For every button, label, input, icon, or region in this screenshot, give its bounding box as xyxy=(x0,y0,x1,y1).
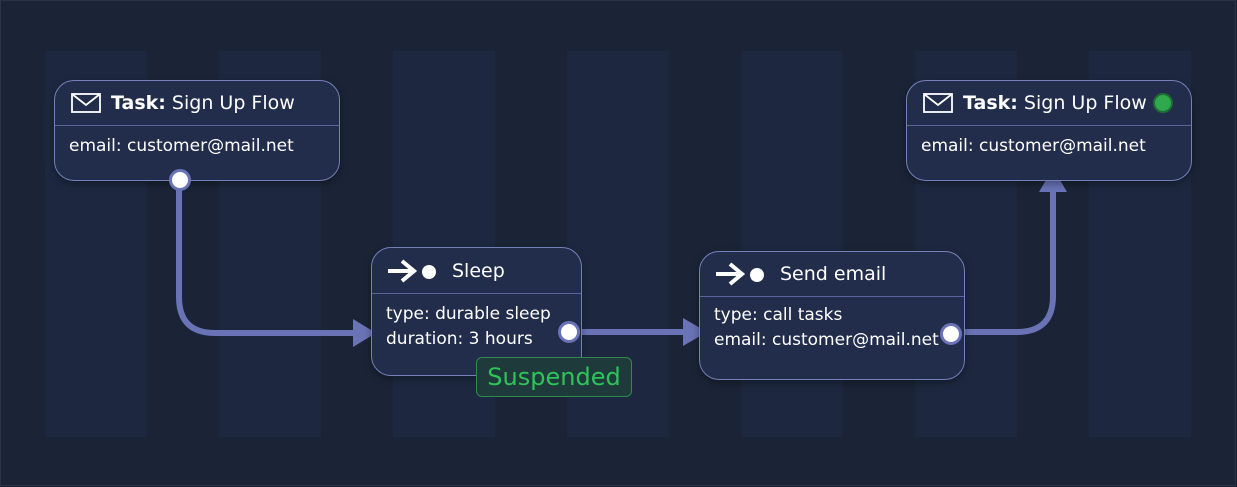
node-field-duration: duration: 3 hours xyxy=(386,329,533,349)
node-title-bold: Task: xyxy=(111,92,166,114)
node-field-email: email: customer@mail.net xyxy=(714,330,939,350)
connector-arrowhead xyxy=(683,318,707,346)
node-title: Task: Sign Up Flow xyxy=(111,92,295,114)
envelope-icon xyxy=(71,93,101,113)
node-field-email: email: customer@mail.net xyxy=(921,136,1146,156)
node-title-text: Sign Up Flow xyxy=(165,92,295,114)
output-port[interactable] xyxy=(169,169,191,191)
task-node-start[interactable]: Task: Sign Up Flow email: customer@mail.… xyxy=(54,80,340,191)
node-field-type: type: call tasks xyxy=(714,305,843,325)
task-node-end[interactable]: Task: Sign Up Flow email: customer@mail.… xyxy=(906,80,1192,181)
arrow-dot-icon xyxy=(714,262,768,286)
connector-arrowhead xyxy=(353,319,376,347)
node-title-bold: Task: xyxy=(963,92,1018,114)
node-title: Task: Sign Up Flow xyxy=(963,92,1147,114)
connector-send-email-to-task xyxy=(952,189,1056,335)
node-title: Sleep xyxy=(452,259,505,282)
node-title: Send email xyxy=(780,263,887,285)
send-email-node[interactable]: Send email type: call tasks email: custo… xyxy=(699,251,965,380)
output-port[interactable] xyxy=(940,323,962,345)
sleep-node[interactable]: Sleep type: durable sleep duration: 3 ho… xyxy=(371,247,582,376)
node-field-email: email: customer@mail.net xyxy=(69,136,294,156)
connector-task-to-sleep xyxy=(176,179,357,336)
node-title-text: Sign Up Flow xyxy=(1017,92,1147,114)
output-port[interactable] xyxy=(558,321,580,343)
node-field-type: type: durable sleep xyxy=(386,304,551,324)
status-complete-indicator xyxy=(1153,93,1173,113)
status-badge-suspended: Suspended xyxy=(476,357,632,397)
arrow-dot-icon xyxy=(386,258,440,283)
envelope-icon xyxy=(923,93,953,113)
